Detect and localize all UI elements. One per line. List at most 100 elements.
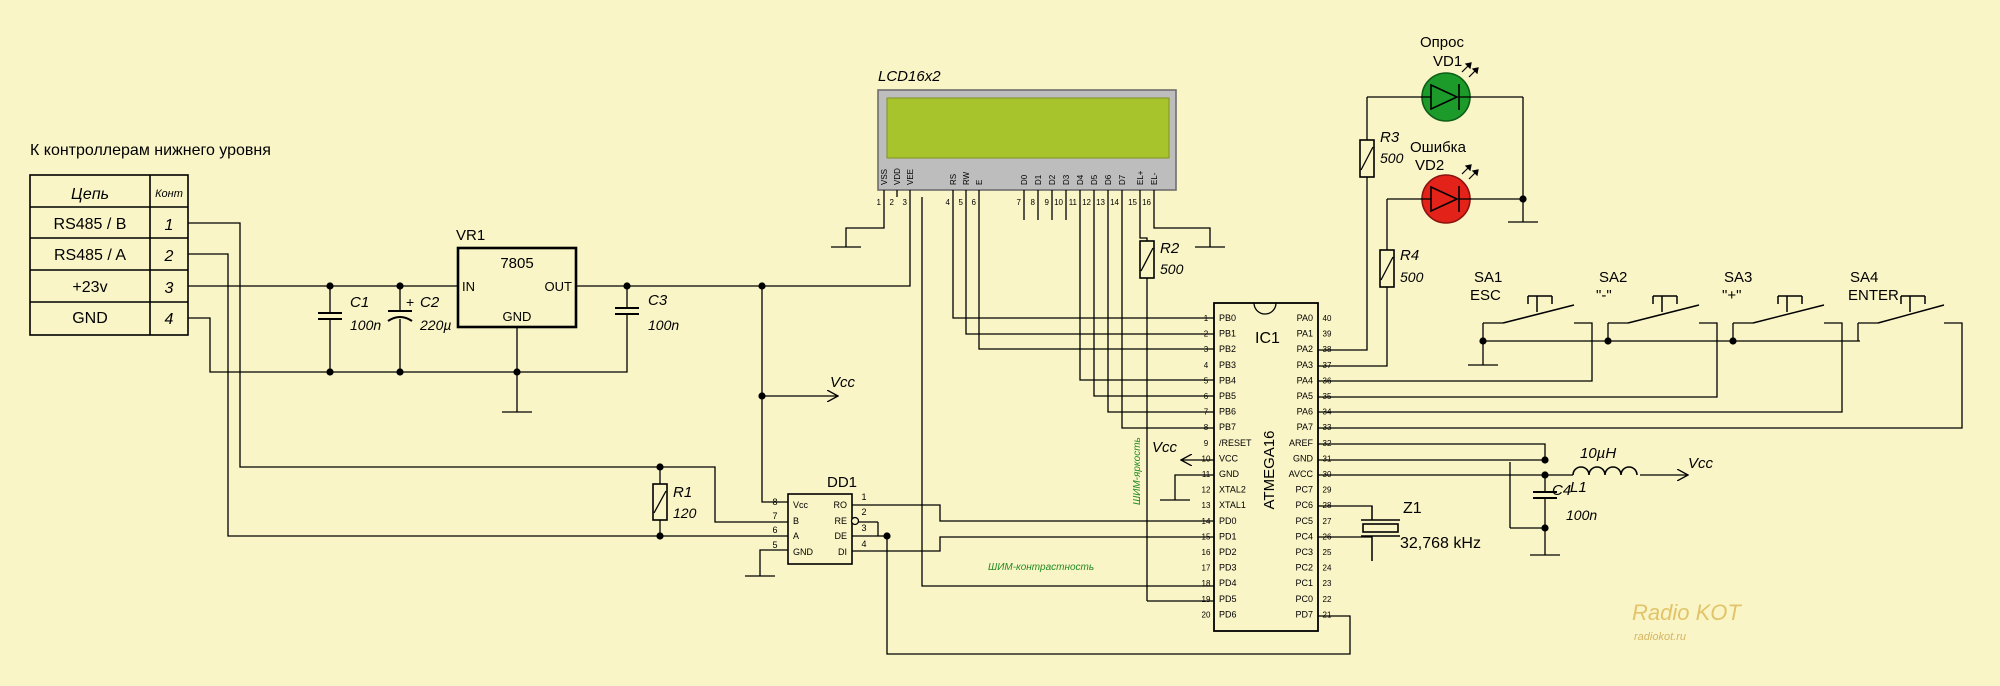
mcu-pin-num: 38 — [1323, 345, 1332, 354]
lcd-pin-num: 4 — [946, 198, 951, 207]
connector-heading: К контроллерам нижнего уровня — [30, 142, 271, 159]
mcu-pin-name: PA7 — [1297, 422, 1313, 432]
dd1-pin-name: RE — [834, 516, 847, 526]
ic-notch — [1253, 302, 1277, 315]
lcd-pin-name: EL+ — [1136, 170, 1145, 185]
capacitor-c3: C3 100n — [615, 292, 679, 333]
dd1-pin-num: 8 — [772, 497, 777, 507]
connector-row-circuit: +23v — [72, 279, 107, 296]
lcd-module: LCD16x2 VSS1VDD2VEE3RS4RW5E6D07D18D29D31… — [877, 68, 1177, 207]
mcu-pin-name: PC2 — [1295, 563, 1313, 573]
l1-ref: L1 — [1570, 479, 1587, 496]
lcd-pin-num: 3 — [903, 198, 908, 207]
mcu-pin-name: PD1 — [1219, 531, 1237, 541]
dd1-pin-num: 7 — [772, 511, 777, 521]
lcd-pin-name: VSS — [880, 169, 889, 185]
brightness-note: ШИМ-яркость — [1132, 437, 1143, 505]
mcu-pin-num: 34 — [1323, 408, 1332, 417]
mcu-pin-num: 9 — [1204, 439, 1209, 448]
mcu-pin-name: AREF — [1289, 438, 1314, 448]
mcu-pin-name: PC1 — [1295, 578, 1313, 588]
connector-col-circuit: Цепь — [71, 186, 109, 203]
mcu-pin-name: PD6 — [1219, 609, 1237, 619]
mcu-pin-num: 10 — [1202, 454, 1211, 463]
dd1-pin-name: RO — [834, 500, 848, 510]
mcu-pin-name: PA5 — [1297, 391, 1313, 401]
mcu-pin-num: 21 — [1323, 610, 1332, 619]
mcu-pin-name: PC6 — [1295, 500, 1313, 510]
mcu-pin-num: 40 — [1323, 314, 1332, 323]
lcd-pin-name: EL- — [1150, 172, 1159, 185]
mcu-pin-name: PB0 — [1219, 313, 1236, 323]
mcu-pin-name: VCC — [1219, 453, 1239, 463]
mcu-pin-num: 2 — [1204, 330, 1209, 339]
mcu-pin-num: 22 — [1323, 595, 1332, 604]
vr1-out: OUT — [545, 279, 573, 294]
mcu-pin-num: 11 — [1202, 470, 1211, 479]
lcd-pin-num: 6 — [972, 198, 977, 207]
mcu-pin-num: 3 — [1204, 345, 1209, 354]
dd1-pin-name: Vcc — [793, 500, 809, 510]
c2-polarity: + — [406, 294, 414, 310]
lcd-pin-name: D6 — [1104, 174, 1113, 185]
mcu-pin-num: 7 — [1204, 408, 1209, 417]
mcu-pin-num: 16 — [1202, 548, 1211, 557]
lcd-pin-num: 2 — [890, 198, 895, 207]
connector-row-contact: 3 — [165, 280, 174, 297]
mcu-pin-num: 12 — [1202, 486, 1211, 495]
mcu-pin-name: XTAL1 — [1219, 500, 1246, 510]
lcd-pin-name: RS — [949, 174, 958, 185]
sa3-ref: SA3 — [1724, 269, 1752, 286]
lcd-pin-name: D7 — [1118, 174, 1127, 185]
mcu-pin-num: 23 — [1323, 579, 1332, 588]
lcd-pin-name: E — [975, 180, 984, 185]
vr1-part: 7805 — [500, 255, 533, 272]
dd1-ref: DD1 — [827, 474, 857, 491]
mcu-pin-num: 27 — [1323, 517, 1332, 526]
junctions — [326, 195, 1737, 540]
lcd-pin-name: VDD — [893, 168, 902, 185]
switch-sa2: SA2 "-" — [1596, 269, 1700, 324]
c2-ref: C2 — [420, 294, 440, 311]
capacitor-c1: C1 100n — [318, 294, 381, 333]
led-vd2: Ошибка VD2 — [1410, 139, 1479, 224]
dd1-pin-name: GND — [793, 547, 814, 557]
mcu-pin-name: AVCC — [1289, 469, 1314, 479]
mcu-pin-num: 25 — [1323, 548, 1332, 557]
lcd-pin-num: 13 — [1096, 198, 1105, 207]
lcd-pin-name: D2 — [1048, 174, 1057, 185]
lcd-pin-num: 15 — [1128, 198, 1137, 207]
connector-row-contact: 2 — [164, 248, 174, 265]
lcd-pin-name: D5 — [1090, 174, 1099, 185]
mcu-pin-name: PA6 — [1297, 407, 1313, 417]
mcu-pin-name: PA3 — [1297, 360, 1313, 370]
crystal-z1: Z1 32,768 kHz — [1361, 500, 1481, 561]
mcu-pin-name: XTAL2 — [1219, 485, 1246, 495]
watermark-logo: Radio KOT — [1632, 600, 1742, 625]
lcd-pin-name: D1 — [1034, 174, 1043, 185]
r1-value: 120 — [673, 505, 697, 521]
dd1-pin-num: 3 — [861, 523, 866, 533]
c4-value: 100n — [1566, 507, 1597, 523]
dd1-pin-name: DE — [834, 531, 847, 541]
lcd-pin-num: 12 — [1082, 198, 1091, 207]
mcu-ref: IC1 — [1255, 330, 1280, 347]
mcu-pin-name: PC4 — [1295, 531, 1313, 541]
mcu-pin-name: PD0 — [1219, 516, 1237, 526]
r3-ref: R3 — [1380, 129, 1400, 146]
sa1-label: ESC — [1470, 287, 1501, 304]
mcu-pin-num: 6 — [1204, 392, 1209, 401]
vd2-caption: Ошибка — [1410, 139, 1467, 156]
lcd-pin-name: D0 — [1020, 174, 1029, 185]
r2-ref: R2 — [1160, 240, 1180, 257]
resistor-r4: R4 500 — [1379, 247, 1424, 288]
lcd-pin-num: 16 — [1142, 198, 1151, 207]
mcu-pin-name: PA4 — [1297, 375, 1313, 385]
connector-row-contact: 1 — [165, 217, 174, 234]
mcu-pin-num: 30 — [1323, 470, 1332, 479]
mcu-pin-name: PD7 — [1295, 609, 1313, 619]
lcd-pin-name: VEE — [906, 169, 915, 185]
